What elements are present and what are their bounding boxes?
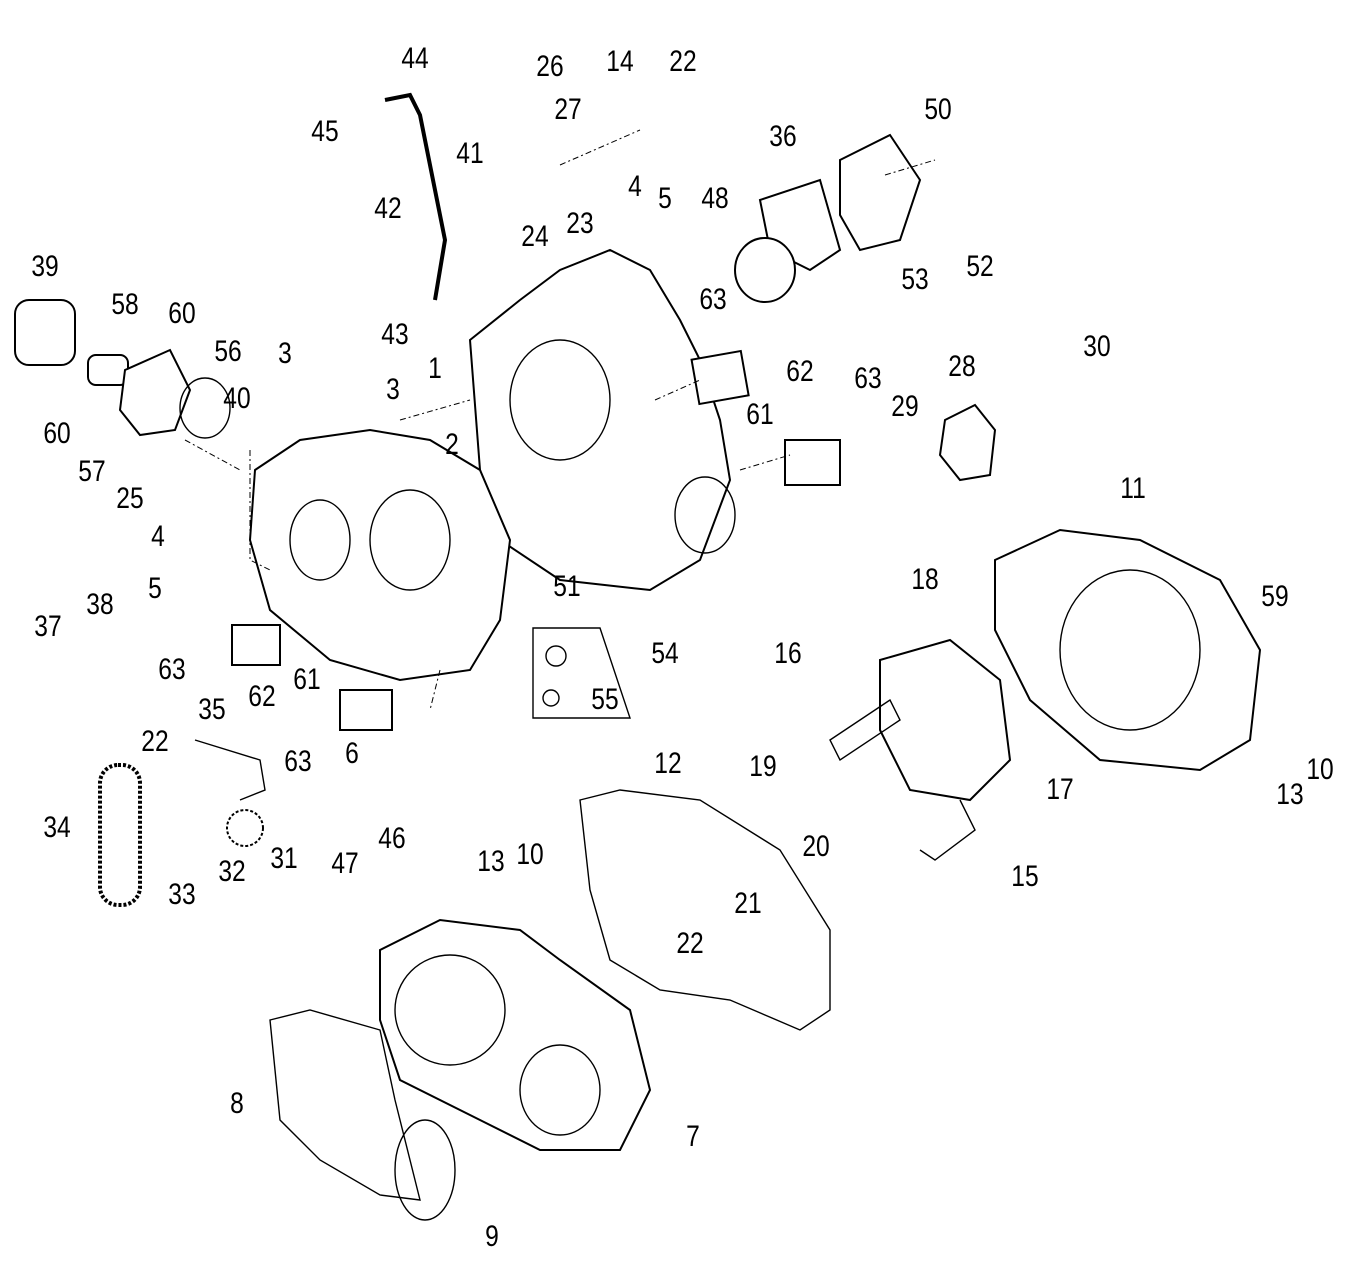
crankcase-right [468, 248, 732, 592]
callout-33: 33 [168, 877, 195, 911]
callout-52: 52 [966, 249, 993, 283]
callout-17: 17 [1046, 772, 1073, 806]
callout-10: 10 [516, 837, 543, 871]
callout-47: 47 [331, 846, 358, 880]
callout-63: 63 [699, 282, 726, 316]
callout-10: 10 [1306, 752, 1333, 786]
clutch-cover [379, 918, 652, 1151]
callout-3: 3 [386, 372, 400, 406]
callout-29: 29 [891, 389, 918, 423]
callout-32: 32 [218, 854, 245, 888]
callout-46: 46 [378, 821, 405, 855]
callout-41: 41 [456, 136, 483, 170]
callout-34: 34 [43, 810, 70, 844]
parts-drawing [14, 92, 1262, 1221]
callout-2: 2 [445, 427, 459, 461]
callout-55: 55 [591, 682, 618, 716]
callout-43: 43 [381, 317, 408, 351]
callout-42: 42 [374, 191, 401, 225]
gasket [579, 789, 831, 1031]
timing-chain [98, 763, 142, 907]
callout-48: 48 [701, 181, 728, 215]
callout-44: 44 [401, 41, 428, 75]
callout-1: 1 [428, 351, 442, 385]
oil-filter [14, 299, 76, 366]
callout-19: 19 [749, 749, 776, 783]
callout-14: 14 [606, 44, 633, 78]
callout-22: 22 [141, 724, 168, 758]
callout-20: 20 [802, 829, 829, 863]
callout-5: 5 [658, 181, 672, 215]
callout-13: 13 [1276, 777, 1303, 811]
callout-36: 36 [769, 119, 796, 153]
callout-21: 21 [734, 886, 761, 920]
callout-3: 3 [278, 336, 292, 370]
callout-53: 53 [901, 262, 928, 296]
callout-16: 16 [774, 636, 801, 670]
callout-54: 54 [651, 636, 678, 670]
callout-57: 57 [78, 454, 105, 488]
callout-23: 23 [566, 206, 593, 240]
callout-13: 13 [477, 844, 504, 878]
callout-39: 39 [31, 249, 58, 283]
callout-51: 51 [553, 569, 580, 603]
callout-62: 62 [248, 679, 275, 713]
callout-4: 4 [628, 169, 642, 203]
callout-27: 27 [554, 92, 581, 126]
outer-cover [994, 528, 1262, 772]
callout-60: 60 [43, 416, 70, 450]
callout-26: 26 [536, 49, 563, 83]
callout-63: 63 [854, 361, 881, 395]
callout-4: 4 [151, 519, 165, 553]
callout-22: 22 [676, 926, 703, 960]
callout-38: 38 [86, 587, 113, 621]
callout-62: 62 [786, 354, 813, 388]
callout-59: 59 [1261, 579, 1288, 613]
inset-box [532, 627, 631, 719]
callout-50: 50 [924, 92, 951, 126]
callout-22: 22 [669, 44, 696, 78]
callout-28: 28 [948, 349, 975, 383]
callout-31: 31 [270, 841, 297, 875]
callout-63: 63 [158, 652, 185, 686]
callout-40: 40 [223, 381, 250, 415]
callout-24: 24 [521, 219, 548, 253]
callout-35: 35 [198, 692, 225, 726]
callout-8: 8 [230, 1086, 244, 1120]
mount-bracket [690, 349, 750, 406]
callout-30: 30 [1083, 329, 1110, 363]
callout-9: 9 [485, 1219, 499, 1253]
callout-45: 45 [311, 114, 338, 148]
callout-37: 37 [34, 609, 61, 643]
callout-12: 12 [654, 746, 681, 780]
callout-25: 25 [116, 481, 143, 515]
callout-63: 63 [284, 744, 311, 778]
callout-6: 6 [345, 736, 359, 770]
callout-7: 7 [686, 1119, 700, 1153]
callout-11: 11 [1120, 471, 1146, 505]
callout-5: 5 [148, 571, 162, 605]
callout-18: 18 [911, 562, 938, 596]
callout-58: 58 [111, 287, 138, 321]
callout-15: 15 [1011, 859, 1038, 893]
crankcase-left [248, 428, 512, 682]
oil-pump-sprocket [226, 809, 264, 847]
callout-60: 60 [168, 296, 195, 330]
callout-56: 56 [214, 334, 241, 368]
callout-61: 61 [293, 662, 320, 696]
oil-pipe [384, 92, 448, 301]
callout-61: 61 [746, 397, 773, 431]
